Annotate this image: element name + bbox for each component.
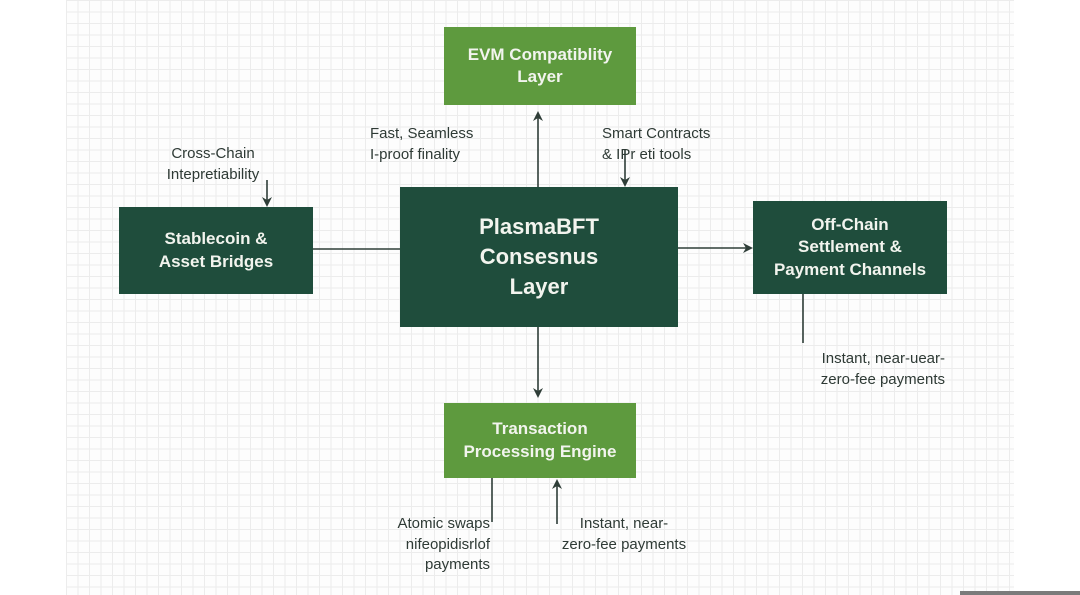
scroll-indicator (960, 591, 1080, 595)
node-transaction-engine-label: Transaction Processing Engine (463, 419, 617, 461)
node-evm-compatibility-label: EVM Compatiblity Layer (467, 44, 613, 86)
node-stablecoin-bridges: Stablecoin & Asset Bridges (119, 207, 313, 294)
annotation-cross-chain: Cross-Chain Intepretiability (166, 145, 260, 183)
annotation-engine-payments: Instant, near- zero-fee payments (561, 515, 687, 553)
node-offchain-settlement-label: Off-Chain Settlement & Payment Channels (773, 215, 927, 279)
node-evm-compatibility: EVM Compatiblity Layer (444, 27, 636, 105)
node-offchain-settlement: Off-Chain Settlement & Payment Channels (753, 201, 947, 294)
node-plasmabft-consensus: PlasmaBFT Consesnus Layer (400, 187, 678, 327)
annotation-atomic-swaps: Atomic swaps nifeopidisrlof payments (397, 515, 490, 574)
annotation-smart-contracts: Smart Contracts & IPr eti tools (602, 125, 711, 163)
node-transaction-engine: Transaction Processing Engine (444, 403, 636, 478)
annotation-fast-finality: Fast, Seamless I-proof finality (370, 125, 474, 163)
annotation-offchain-payments: Instant, near-uear- zero-fee payments (820, 350, 945, 388)
node-stablecoin-bridges-label: Stablecoin & Asset Bridges (158, 229, 274, 271)
node-plasmabft-consensus-label: PlasmaBFT Consesnus Layer (479, 214, 599, 299)
